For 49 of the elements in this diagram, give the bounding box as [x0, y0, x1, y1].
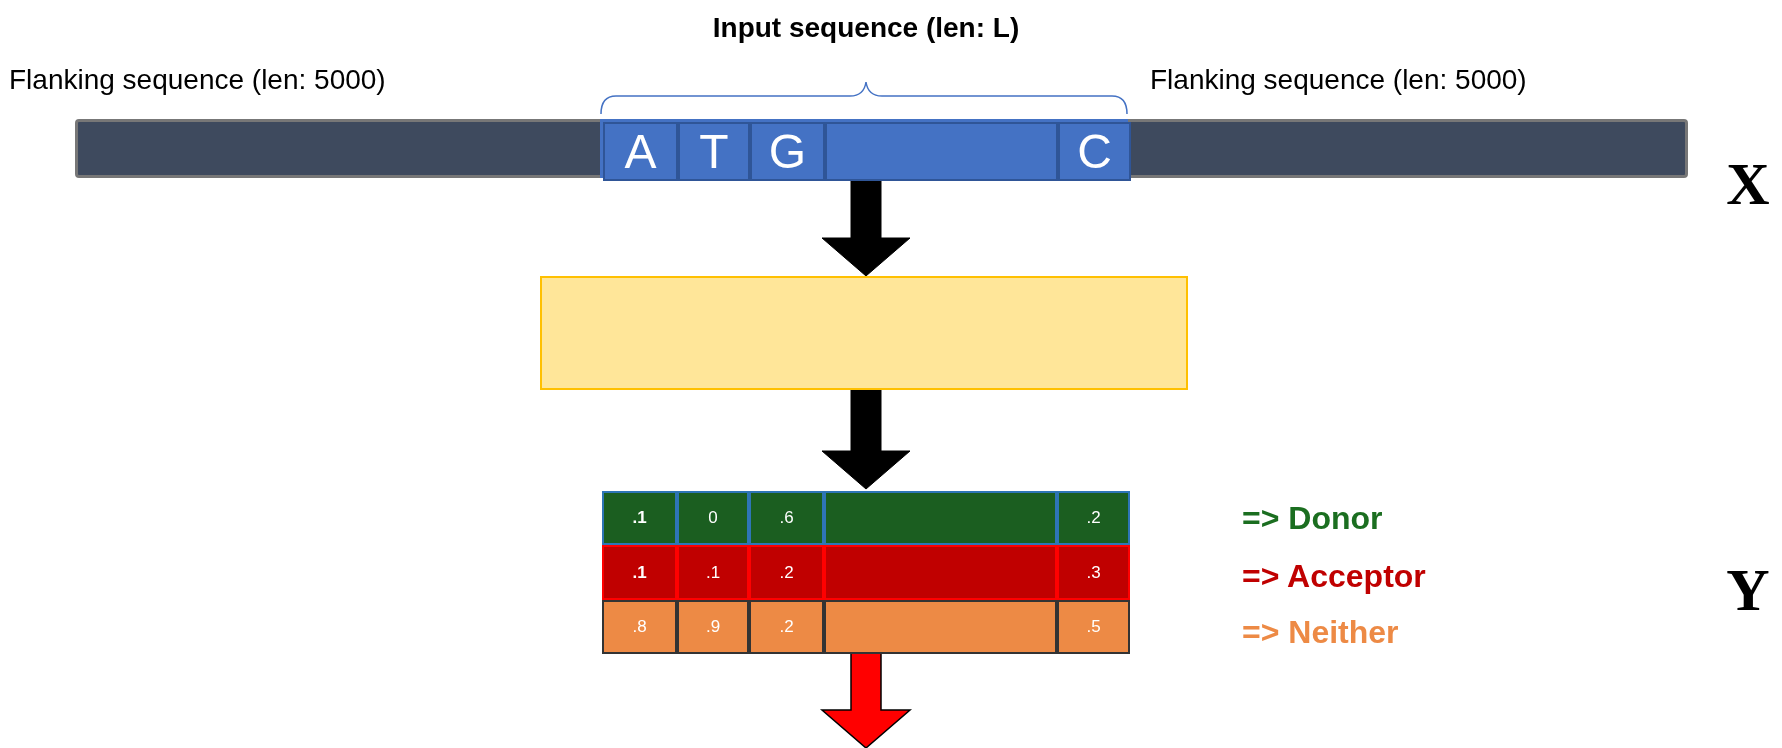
- probability-value: .8: [632, 617, 647, 637]
- probability-value: .1: [632, 508, 647, 528]
- nucleotide-cell: [603, 122, 678, 181]
- nucleotide-letter: T: [699, 124, 729, 179]
- probability-value: .1: [632, 562, 647, 583]
- probability-value: .6: [779, 508, 794, 528]
- probability-cell: [602, 491, 677, 545]
- block-arrow: [820, 651, 912, 748]
- nucleotide-cell: [825, 122, 1058, 181]
- nucleotide-cell: [678, 122, 750, 181]
- probability-value: .5: [1086, 617, 1101, 637]
- probability-cell: [1057, 491, 1130, 545]
- class-label: => Acceptor: [1242, 558, 1426, 595]
- probability-cell: [824, 600, 1057, 654]
- probability-cell: [824, 491, 1057, 545]
- nucleotide-cell: [750, 122, 825, 181]
- probability-cell: [677, 545, 749, 600]
- class-label: => Donor: [1242, 500, 1383, 537]
- probability-cell: [602, 600, 677, 654]
- probability-cell: [824, 545, 1057, 600]
- nucleotide-cell: [1058, 122, 1131, 181]
- heading: Input sequence (len: L): [712, 12, 1020, 44]
- class-label: => Neither: [1242, 614, 1399, 651]
- side-label: Flanking sequence (len: 5000): [9, 64, 386, 96]
- nucleotide-letter: A: [624, 124, 657, 179]
- nucleotide-letter: C: [1077, 124, 1112, 179]
- block-arrow: [821, 389, 911, 490]
- side-label: Flanking sequence (len: 5000): [1150, 64, 1527, 96]
- probability-value: .3: [1086, 562, 1101, 583]
- sequence-bar: [75, 119, 1688, 178]
- probability-cell: [677, 491, 749, 545]
- probability-cell: [677, 600, 749, 654]
- probability-value: .2: [779, 617, 794, 637]
- probability-cell: [749, 545, 824, 600]
- probability-value: .2: [779, 562, 794, 583]
- probability-cell: [602, 545, 677, 600]
- probability-cell: [1057, 545, 1130, 600]
- probability-value: 0: [708, 508, 718, 528]
- variable-label: X: [1726, 150, 1770, 219]
- probability-value: .2: [1086, 508, 1101, 528]
- probability-cell: [749, 491, 824, 545]
- variable-label: Y: [1726, 556, 1770, 625]
- nucleotide-letter: G: [768, 124, 807, 179]
- model-box: [540, 276, 1188, 390]
- output-table: [600, 489, 1128, 652]
- probability-cell: [749, 600, 824, 654]
- probability-cell: [1057, 600, 1130, 654]
- probability-value: .9: [705, 617, 721, 637]
- probability-value: .1: [705, 562, 721, 583]
